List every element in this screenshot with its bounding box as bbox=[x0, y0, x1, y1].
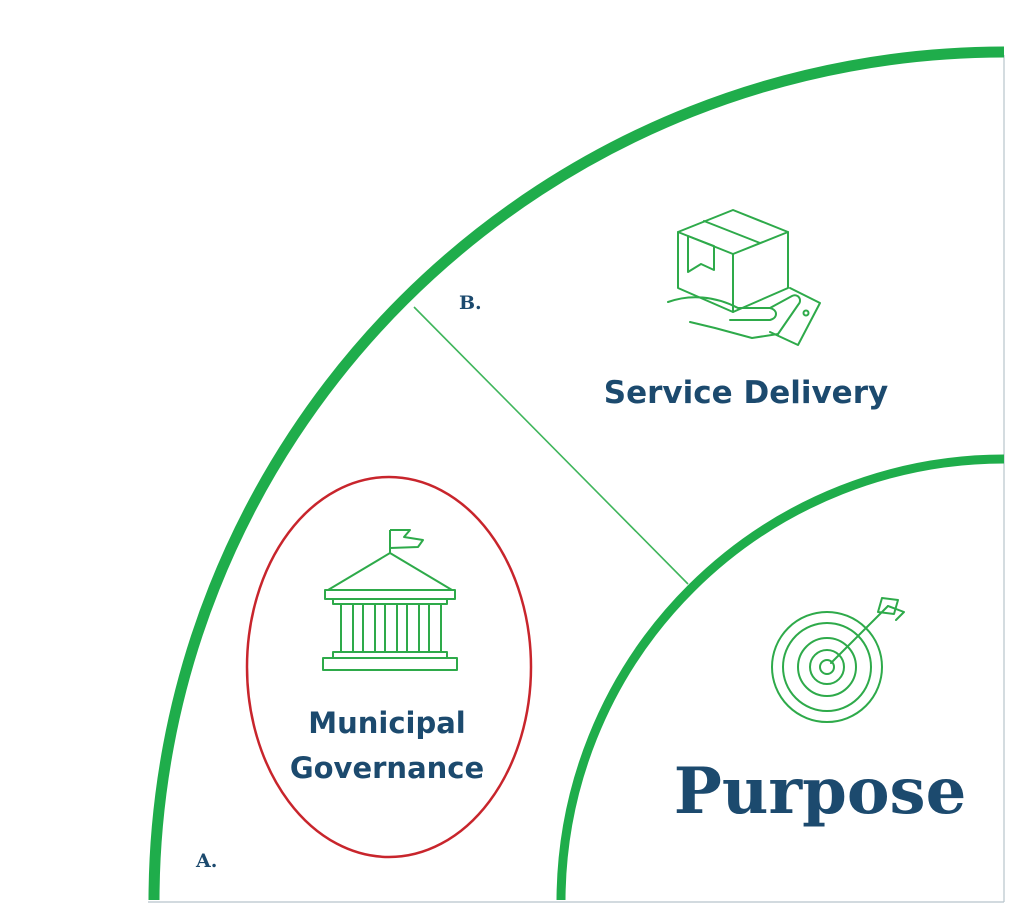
segment-a-marker: A. bbox=[195, 850, 217, 872]
core-title: Purpose bbox=[674, 754, 967, 829]
segment-b-title: Service Delivery bbox=[604, 375, 888, 411]
inner-arc bbox=[556, 454, 1005, 901]
target-arrow-icon bbox=[771, 597, 905, 723]
segment-b-marker: B. bbox=[459, 292, 482, 314]
outer-arc bbox=[148, 46, 1005, 901]
highlight-ellipse bbox=[245, 475, 533, 859]
package-in-hand-icon bbox=[667, 209, 821, 346]
segment-a-title-line1: Municipal bbox=[308, 706, 466, 740]
segment-divider bbox=[413, 306, 689, 585]
segment-a-title-line2: Governance bbox=[290, 751, 484, 785]
government-building-icon bbox=[322, 529, 458, 671]
